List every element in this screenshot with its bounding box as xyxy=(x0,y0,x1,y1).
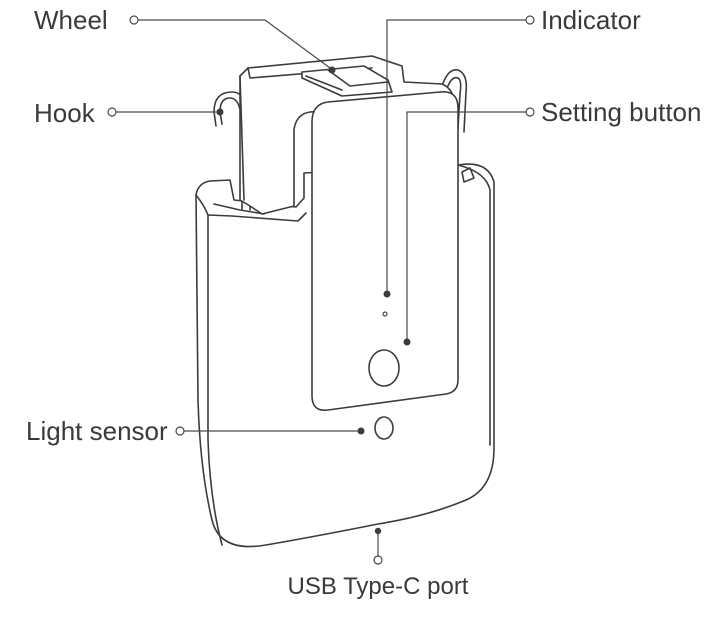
usb-leader-ring xyxy=(373,555,383,565)
setting-leader-dot xyxy=(403,338,411,346)
wheel-shape xyxy=(301,65,393,97)
indicator-leader-ring xyxy=(525,15,535,25)
top-cap-side xyxy=(239,75,245,201)
callout-labels: Wheel Hook Indicator Setting button Ligh… xyxy=(26,5,701,600)
left-hook-base xyxy=(213,203,265,215)
light-sensor-leader-ring xyxy=(175,426,185,436)
indicator-hole xyxy=(382,311,388,317)
housing-slot xyxy=(461,167,475,183)
hook-leader-ring xyxy=(107,107,117,117)
housing-ledge xyxy=(207,212,307,222)
upper-module xyxy=(239,55,459,440)
light-sensor-shape xyxy=(374,416,394,440)
setting-button-label: Setting button xyxy=(541,97,701,127)
wheel-groove xyxy=(327,69,389,87)
wheel-leader-line xyxy=(138,19,331,69)
setting-button-shape[interactable] xyxy=(368,349,400,387)
indicator-leader-line xyxy=(386,19,526,292)
usb-leader-dot xyxy=(374,527,382,535)
setting-leader-ring xyxy=(525,107,535,117)
indicator-leader-dot xyxy=(383,290,391,298)
right-hook xyxy=(441,69,468,133)
housing-inner-edge xyxy=(195,194,223,546)
hook-label: Hook xyxy=(34,98,96,128)
usb-port-label: USB Type-C port xyxy=(288,573,469,600)
setting-leader-line xyxy=(406,111,526,340)
wheel-leader-ring xyxy=(129,15,139,25)
indicator-label: Indicator xyxy=(541,5,641,35)
light-sensor-label: Light sensor xyxy=(26,416,168,446)
right-hook-inner xyxy=(447,76,462,129)
callout-leaders xyxy=(107,15,535,565)
housing-ledge-right xyxy=(457,164,491,446)
wheel-groove-2 xyxy=(305,75,343,91)
hook-leader-dot xyxy=(216,108,224,116)
wheel-label: Wheel xyxy=(34,5,108,35)
front-panel xyxy=(311,91,459,412)
light-sensor-leader-dot xyxy=(357,427,365,435)
wheel-leader-dot xyxy=(328,66,336,74)
